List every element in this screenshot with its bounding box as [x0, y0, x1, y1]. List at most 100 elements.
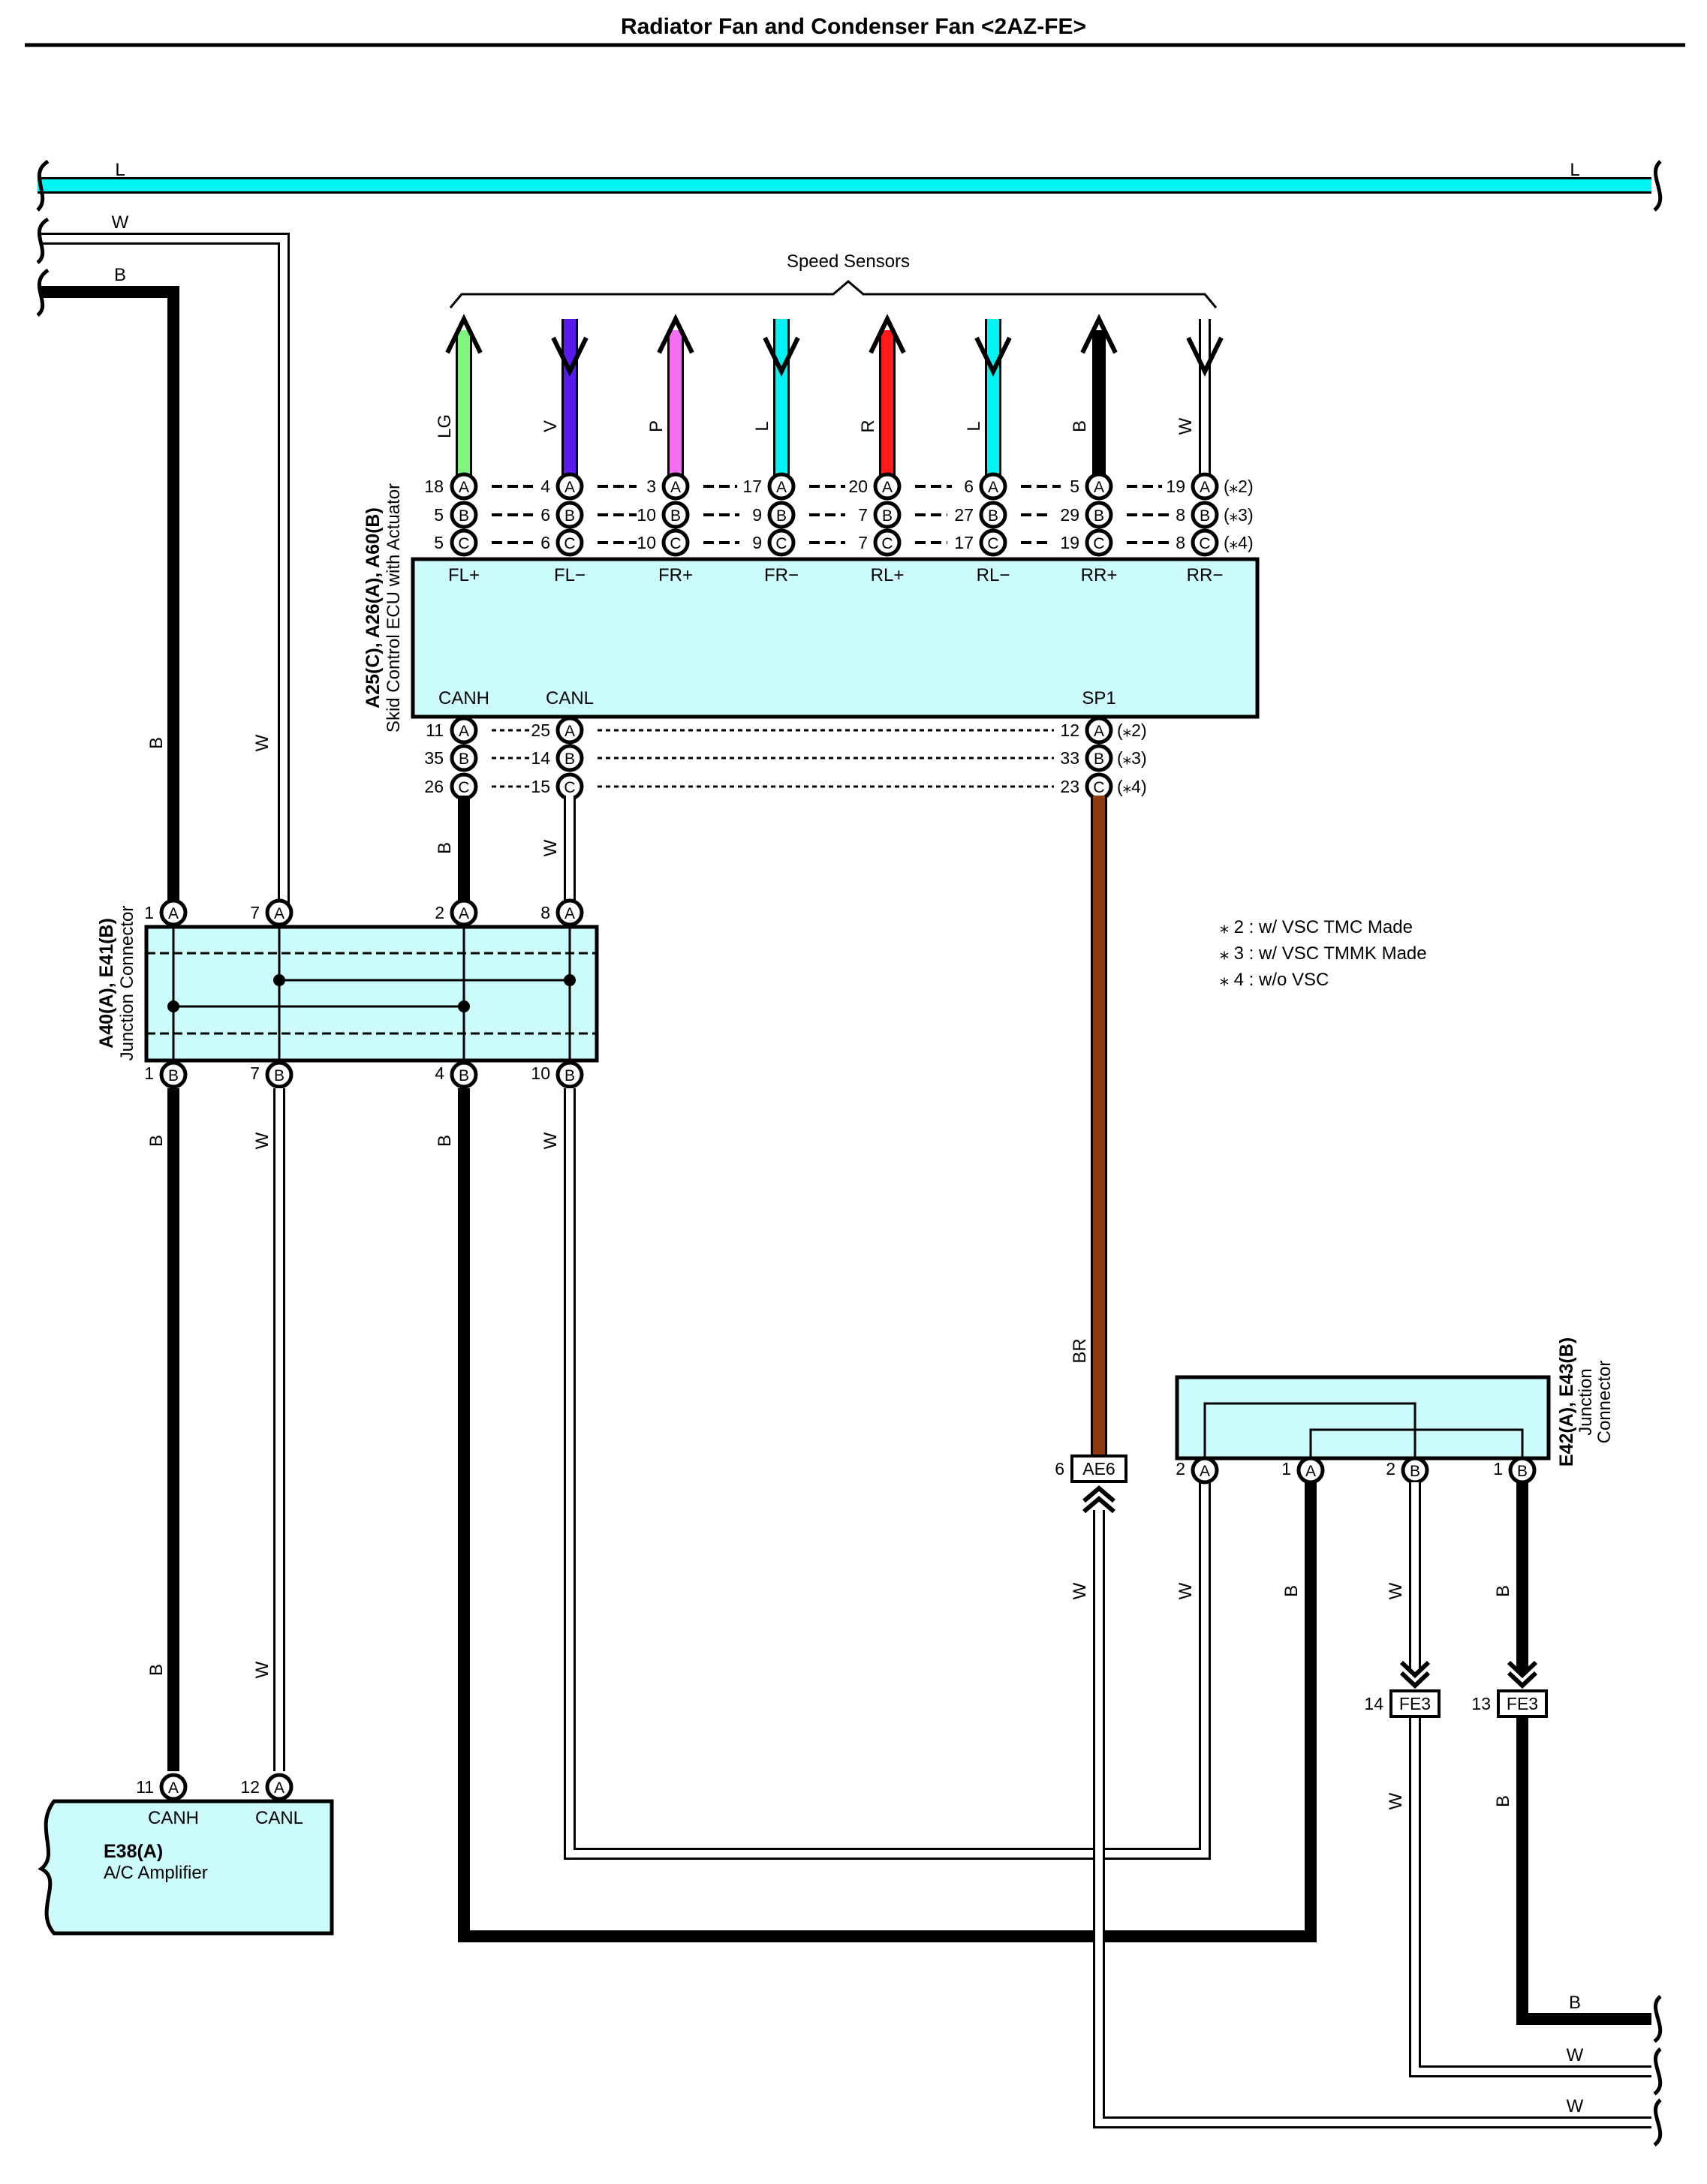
pin-letter: B: [459, 507, 469, 525]
pin-circle: [555, 472, 584, 501]
note-3: ⁎ 3 : w/ VSC TMMK Made: [1220, 943, 1427, 964]
pin-letter: B: [1094, 507, 1104, 525]
pin-circle: [1085, 716, 1113, 745]
chevron-down-icon: [1507, 1671, 1538, 1689]
junction-connector-a40-box: [144, 925, 599, 1063]
pin-circle: [661, 501, 690, 529]
connector-pin: C: [450, 772, 478, 801]
pin-circle: [767, 472, 796, 501]
junction-e42-name-2: Connector: [1594, 1361, 1615, 1444]
pin-number: 4: [435, 1063, 444, 1083]
ecu-name: Skid Control ECU with Actuator: [384, 483, 404, 733]
pin-circle: [873, 472, 902, 501]
pin-letter: C: [458, 535, 469, 552]
wire-ae6-W-outline: [1093, 1510, 1651, 2128]
ecu-id: A25(C), A26(A), A60(B): [363, 507, 384, 708]
pin-letter: B: [459, 1067, 469, 1084]
connector-pin: B: [450, 501, 478, 529]
pin-letter: A: [1200, 479, 1210, 496]
note-4: ⁎ 4 : w/o VSC: [1220, 970, 1329, 990]
variant-note: (⁎2): [1117, 720, 1147, 740]
skid-control-ecu-box: [411, 557, 1260, 719]
label-sp1-BR: BR: [1070, 1338, 1090, 1363]
pin-circle: [873, 501, 902, 529]
label-B-left-1: B: [146, 737, 167, 749]
junction-a40-pin-numbers: 1 7 2 8 1 7 4 10: [144, 903, 550, 1083]
ac-amp-terminal-canh: CANH: [148, 1808, 199, 1828]
pin-letter: B: [564, 1067, 575, 1084]
arrow-up-icon: [657, 314, 694, 354]
connector-pin: B: [1191, 501, 1219, 529]
ecu-bottom-pin-numbers: 11 35 26 25 14 15 12 33 23 (⁎2) (⁎3) (⁎4…: [424, 720, 1146, 796]
label-bottom-B: B: [1569, 1993, 1581, 2013]
pin-letter: C: [458, 779, 469, 796]
pin-letter: A: [882, 479, 893, 496]
connector-pin: A: [555, 716, 584, 745]
pin-number: 8: [1176, 505, 1185, 525]
terminal-sp1: SP1: [1082, 688, 1115, 708]
pin-number: 8: [1176, 533, 1185, 552]
terminal-label: FL+: [448, 565, 480, 585]
connector-pin: A: [265, 1773, 294, 1801]
break-mark-B-left: [36, 268, 50, 317]
pin-number: 4: [540, 477, 550, 496]
connector-ae6: [1070, 1454, 1127, 1483]
break-mark-bottom-W1: [1653, 2047, 1663, 2096]
speed-sensors-title: Speed Sensors: [787, 251, 910, 272]
pin-circle: [767, 528, 796, 557]
pin-number: 2: [435, 903, 444, 922]
connector-pin: A: [450, 472, 478, 501]
pin-circle: [1296, 1456, 1325, 1485]
label-canl-W: W: [540, 839, 561, 856]
pin-letter: C: [564, 535, 575, 552]
pin-circle: [450, 744, 478, 772]
pin-circle: [450, 472, 478, 501]
pin-circle: [1085, 744, 1113, 772]
label-B-left-3: B: [146, 1664, 167, 1676]
connector-pin: A: [159, 1773, 188, 1801]
connector-pin: A: [450, 898, 478, 927]
pin-circle: [555, 744, 584, 772]
junction-e42-pin-numbers: 2 1 2 1: [1176, 1459, 1503, 1479]
pin-letter: B: [564, 507, 575, 525]
label-L2: L: [964, 421, 984, 431]
pin-letter: B: [988, 507, 998, 525]
connector-pin: B: [555, 501, 584, 529]
pin-letter: A: [670, 479, 681, 496]
connector-ae6-label: AE6: [1082, 1459, 1115, 1479]
pin-circle: [555, 501, 584, 529]
connector-pin: A: [979, 472, 1007, 501]
label-e42-B: B: [1281, 1585, 1302, 1597]
ecu-top-terminals: FL+ FL− FR+ FR− RL+ RL− RR+ RR−: [448, 565, 1223, 585]
pin-circle: [265, 1773, 294, 1801]
pin-letter: A: [459, 479, 469, 496]
pin-number: 14: [531, 748, 550, 768]
break-mark-W-left: [36, 217, 50, 264]
pin-number: 23: [1060, 777, 1079, 796]
pin-number: 17: [954, 533, 974, 552]
pin-letter: A: [988, 479, 998, 496]
pin-circle: [555, 528, 584, 557]
arrow-down-icon: [763, 336, 800, 377]
label-ae6-W: W: [1070, 1582, 1090, 1599]
terminal-label: RL+: [871, 565, 905, 585]
connector-pin: A: [450, 716, 478, 745]
pin-number: 10: [531, 1063, 550, 1083]
connector-pin: B: [1401, 1456, 1429, 1485]
connector-pin: C: [979, 528, 1007, 557]
pin-letter: B: [459, 751, 469, 768]
pin-letter: A: [776, 479, 787, 496]
pin-number: 26: [424, 777, 444, 796]
variant-note: (⁎2): [1224, 477, 1254, 496]
connector-pin: A: [1296, 1456, 1325, 1485]
pin-letter: B: [1094, 751, 1104, 768]
connector-pin: A: [661, 472, 690, 501]
pin-number: 1: [1493, 1459, 1503, 1479]
pin-circle: [555, 716, 584, 745]
pin-number: 10: [637, 533, 656, 552]
label-W-left-2: W: [252, 1132, 272, 1149]
pin-circle: [555, 898, 584, 927]
ecu-bottom-dashes: [492, 729, 1054, 788]
pin-circle: [873, 528, 902, 557]
